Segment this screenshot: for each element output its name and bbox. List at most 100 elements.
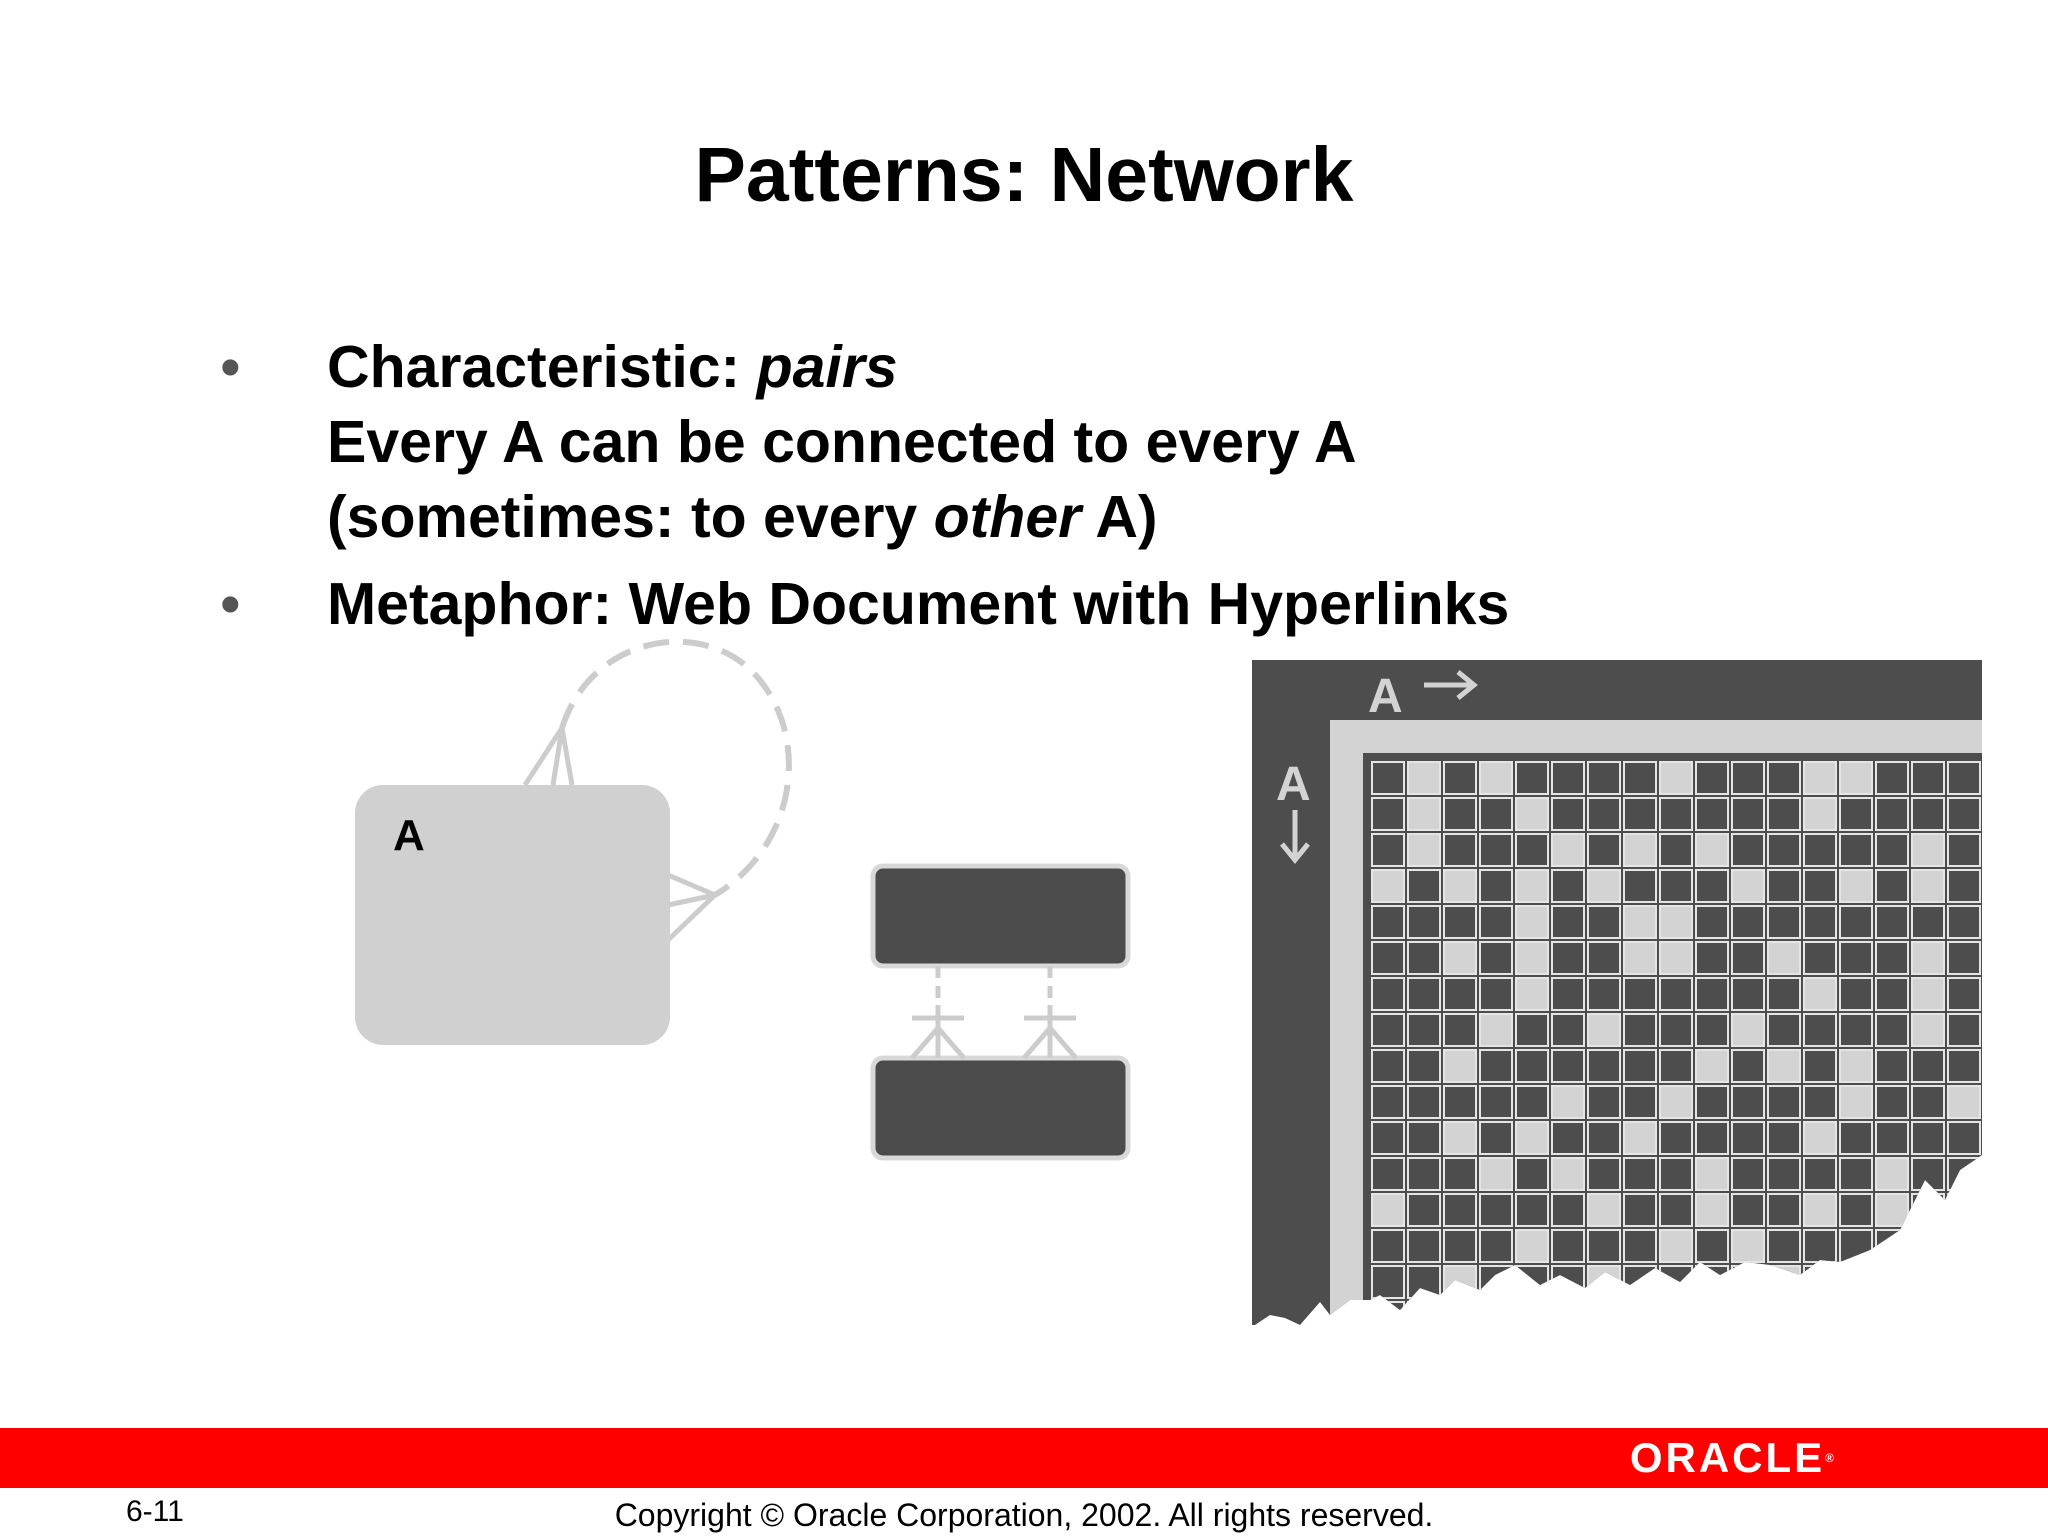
matrix-cell <box>1767 797 1801 831</box>
matrix-cell <box>1587 869 1621 903</box>
matrix-cell <box>1479 1157 1513 1191</box>
matrix-cell <box>1947 905 1981 939</box>
entity-a-box <box>355 785 670 1045</box>
matrix-cell <box>1911 1157 1945 1191</box>
matrix-cell <box>1623 797 1657 831</box>
recursive-relationship-line <box>559 638 792 898</box>
matrix-cell <box>1371 1193 1405 1227</box>
matrix-cell <box>1443 1121 1477 1155</box>
matrix-cell <box>1371 1049 1405 1083</box>
matrix-cell <box>1407 977 1441 1011</box>
matrix-cell <box>1479 1301 1513 1325</box>
matrix-cell <box>1659 1013 1693 1047</box>
matrix-cell <box>1839 869 1873 903</box>
matrix-cell <box>1659 1085 1693 1119</box>
matrix-cell <box>1515 1301 1549 1325</box>
matrix-cell <box>1407 761 1441 795</box>
matrix-cell <box>1551 1301 1585 1325</box>
matrix-cell <box>1443 761 1477 795</box>
matrix-cell <box>1443 1229 1477 1263</box>
bullet-icon: • <box>220 334 241 400</box>
matrix-cell <box>1803 1013 1837 1047</box>
matrix-cell <box>1731 1085 1765 1119</box>
matrix-cell <box>1947 1229 1981 1263</box>
matrix-cell <box>1659 1121 1693 1155</box>
matrix-cell <box>1947 1013 1981 1047</box>
matrix-cell <box>1407 1049 1441 1083</box>
matrix-cell <box>1443 1265 1477 1299</box>
matrix-cell <box>1623 761 1657 795</box>
matrix-cell <box>1695 1301 1729 1325</box>
matrix-cell <box>1767 941 1801 975</box>
matrix-cell <box>1695 1157 1729 1191</box>
matrix-cell <box>1623 1229 1657 1263</box>
matrix-cell <box>1407 797 1441 831</box>
matrix-cell <box>1875 869 1909 903</box>
bullet-emphasis: pairs <box>756 334 898 400</box>
matrix-cell <box>1839 977 1873 1011</box>
matrix-cell <box>1515 1049 1549 1083</box>
matrix-cell <box>1695 1121 1729 1155</box>
matrix-cell <box>1911 1301 1945 1325</box>
bullet-line: Metaphor: Web Document with Hyperlinks <box>327 571 1510 637</box>
matrix-cell <box>1587 1085 1621 1119</box>
matrix-cell <box>1551 977 1585 1011</box>
matrix-cell <box>1803 1157 1837 1191</box>
matrix-cell <box>1875 1193 1909 1227</box>
matrix-cell <box>1839 1193 1873 1227</box>
matrix-cell <box>1767 1229 1801 1263</box>
matrix-cell <box>1515 977 1549 1011</box>
matrix-cell <box>1551 761 1585 795</box>
matrix-cell <box>1767 1301 1801 1325</box>
matrix-cell <box>1695 761 1729 795</box>
matrix-cell <box>1623 977 1657 1011</box>
matrix-cell <box>1479 905 1513 939</box>
matrix-cell <box>1947 1157 1981 1191</box>
matrix-cell <box>1695 797 1729 831</box>
matrix-cell <box>1407 941 1441 975</box>
down-arrow-icon <box>1280 810 1310 864</box>
matrix-cell <box>1659 1049 1693 1083</box>
matrix-cell <box>1551 1121 1585 1155</box>
matrix-cell <box>1551 905 1585 939</box>
matrix-cell <box>1371 977 1405 1011</box>
bullet-icon: • <box>220 571 241 637</box>
footer-bar <box>0 1428 2048 1488</box>
matrix-cell <box>1443 1049 1477 1083</box>
matrix-cell <box>1803 1193 1837 1227</box>
matrix-cell <box>1623 1301 1657 1325</box>
matrix-axis-labels: A A <box>1276 670 1478 864</box>
matrix-cell <box>1479 869 1513 903</box>
matrix-cell <box>1623 905 1657 939</box>
matrix-cell <box>1695 869 1729 903</box>
matrix-cell <box>1731 761 1765 795</box>
matrix-cell <box>1515 869 1549 903</box>
matrix-cell <box>1875 797 1909 831</box>
matrix-cell <box>1911 1193 1945 1227</box>
matrix-cell <box>1875 977 1909 1011</box>
matrix-cell <box>1623 1085 1657 1119</box>
matrix-cell <box>1803 761 1837 795</box>
matrix-cell <box>1659 1157 1693 1191</box>
matrix-cell <box>1659 1193 1693 1227</box>
matrix-cell <box>1443 1157 1477 1191</box>
matrix-cell <box>1515 1265 1549 1299</box>
matrix-cell <box>1731 1157 1765 1191</box>
matrix-cell <box>1587 1301 1621 1325</box>
matrix-cell <box>1911 1229 1945 1263</box>
matrix-cell <box>1731 1265 1765 1299</box>
matrix-cell <box>1371 1085 1405 1119</box>
matrix-cell <box>1515 761 1549 795</box>
matrix-cell <box>1803 1121 1837 1155</box>
matrix-cell <box>1407 1157 1441 1191</box>
matrix-cell <box>1515 1193 1549 1227</box>
matrix-cell <box>1839 941 1873 975</box>
matrix-cell <box>1803 869 1837 903</box>
matrix-cell <box>1623 1121 1657 1155</box>
crows-foot-right-icon <box>666 872 717 942</box>
matrix-cell <box>1875 1085 1909 1119</box>
matrix-cell <box>1911 1049 1945 1083</box>
matrix-cell <box>1731 1229 1765 1263</box>
matrix-cell <box>1371 1265 1405 1299</box>
matrix-cell <box>1371 797 1405 831</box>
